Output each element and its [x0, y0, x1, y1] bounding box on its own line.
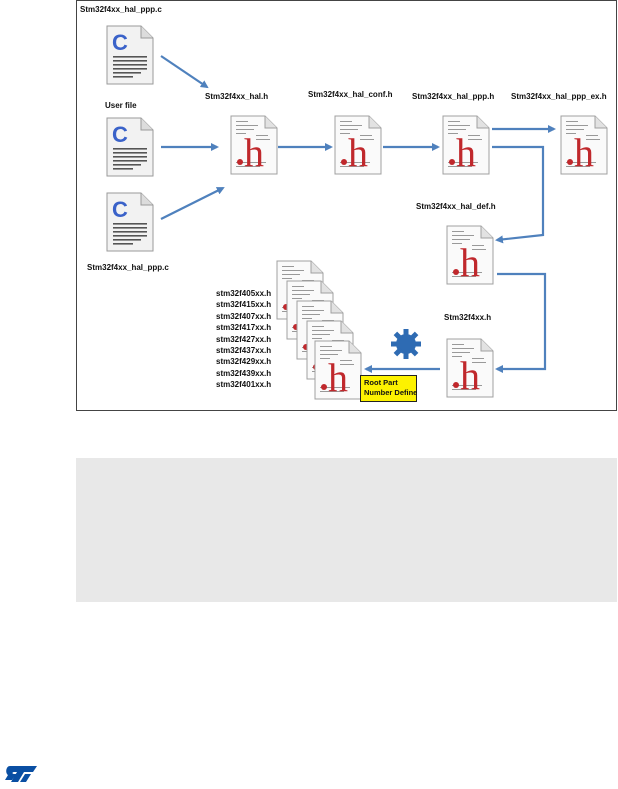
h-header-file-icon	[446, 225, 494, 286]
c-source-file-icon	[106, 117, 154, 177]
note-line-1: Root Part	[364, 378, 398, 387]
device-header-list: stm32f405xx.h stm32f415xx.h stm32f407xx.…	[216, 288, 271, 391]
device-header-label: stm32f407xx.h	[216, 311, 272, 321]
label-hal-ppp-ex-h: Stm32f4xx_hal_ppp_ex.h	[511, 92, 607, 101]
device-header-label: stm32f417xx.h	[216, 323, 272, 333]
note-line-2: Number Define	[364, 388, 418, 397]
label-hal-ppp-h: Stm32f4xx_hal_ppp.h	[412, 92, 495, 101]
label-top-c-file: Stm32f4xx_hal_ppp.c	[80, 5, 162, 14]
c-source-file-icon	[106, 25, 154, 85]
label-stm32f4xx-h: Stm32f4xx.h	[444, 313, 492, 322]
device-header-label: stm32f405xx.h	[216, 289, 272, 298]
h-header-file-icon	[314, 340, 362, 401]
label-bottom-c-file: Stm32f4xx_hal_ppp.c	[87, 263, 169, 272]
c-source-file-icon	[106, 192, 154, 252]
label-hal-h: Stm32f4xx_hal.h	[205, 92, 269, 101]
h-header-file-icon	[230, 115, 278, 176]
h-header-file-icon	[334, 115, 382, 176]
device-header-label: stm32f437xx.h	[216, 346, 272, 356]
h-header-file-icon	[560, 115, 608, 176]
h-header-file-icon	[442, 115, 490, 176]
device-header-label: stm32f439xx.h	[216, 368, 272, 378]
device-header-label: stm32f415xx.h	[216, 300, 272, 310]
gray-note-panel	[76, 458, 617, 602]
st-logo	[4, 764, 38, 789]
include-hierarchy-diagram: C h	[76, 0, 617, 411]
label-hal-conf-h: Stm32f4xx_hal_conf.h	[308, 90, 393, 99]
label-hal-def-h: Stm32f4xx_hal_def.h	[416, 202, 496, 211]
h-header-file-icon	[446, 338, 494, 399]
label-user-file: User file	[105, 101, 137, 110]
gear-icon	[391, 329, 421, 359]
diagram-graphics: C h	[106, 25, 608, 401]
device-header-label: stm32f429xx.h	[216, 357, 272, 367]
device-header-label: stm32f427xx.h	[216, 334, 272, 344]
root-part-number-note: Root Part Number Define	[360, 375, 417, 402]
device-header-label: stm32f401xx.h	[216, 380, 272, 390]
